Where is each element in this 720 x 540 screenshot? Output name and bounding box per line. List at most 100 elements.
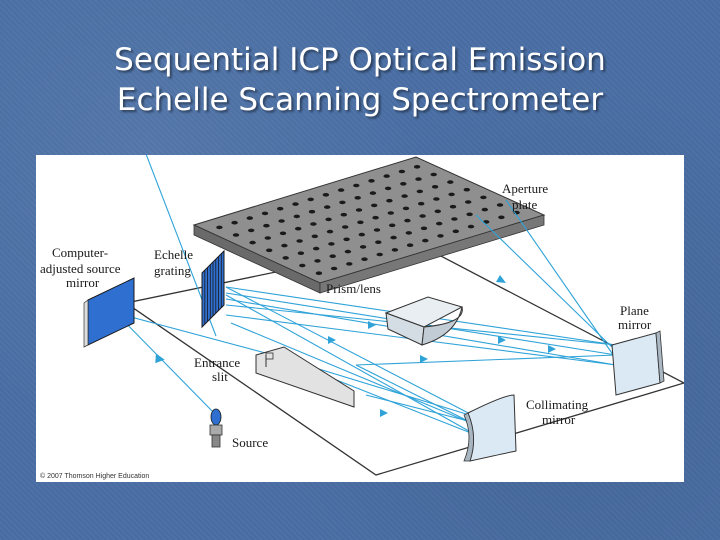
label-computer-2: adjusted source [40,261,121,276]
aperture-hole [498,215,505,220]
aperture-hole [231,220,238,225]
label-computer-3: mirror [66,275,100,290]
aperture-hole [391,248,399,252]
aperture-hole [261,211,269,216]
aperture-hole [344,249,352,254]
aperture-hole [325,217,332,222]
title-line-2: Echelle Scanning Spectrometer [116,82,604,118]
aperture-hole [307,197,314,202]
aperture-hole [355,208,363,212]
collimating-mirror [463,394,517,462]
aperture-hole [467,224,475,229]
plane-mirror [611,330,665,396]
aperture-hole [420,226,428,231]
aperture-hole [419,214,426,218]
aperture-hole [384,186,392,191]
label-entrance-2: slit [212,369,228,384]
aperture-hole [405,231,412,235]
aperture-hole [295,226,302,231]
aperture-hole [452,229,459,234]
aperture-hole [375,240,382,244]
aperture-hole [357,220,364,225]
label-echelle-1: Echelle [154,247,193,262]
aperture-hole [481,207,488,212]
aperture-hole [314,259,321,263]
aperture-hole [311,234,318,239]
aperture-hole [373,228,381,232]
label-collimating-1: Collimating [526,397,589,412]
aperture-hole [416,189,423,194]
aperture-hole [361,257,368,261]
aperture-hole [398,169,406,174]
diagram-svg: Aperture plate Computer- adjusted source… [40,155,684,480]
aperture-hole [263,223,270,228]
aperture-hole [297,251,305,255]
aperture-hole [299,263,306,268]
aperture-hole [232,233,240,237]
label-plane-1: Plane [620,303,649,318]
aperture-hole [354,196,361,200]
aperture-hole [277,206,284,211]
aperture-hole [292,202,299,206]
aperture-hole [400,182,407,186]
aperture-hole [346,262,353,266]
aperture-hole [437,234,444,238]
aperture-hole [386,198,393,203]
aperture-hole [353,183,360,188]
aperture-hole [248,228,255,233]
aperture-hole [279,231,287,236]
aperture-plate [192,156,546,294]
aperture-hole [430,172,437,177]
spectrometer-diagram: Aperture plate Computer- adjusted source… [36,155,684,482]
aperture-hole [418,201,425,206]
label-aperture-1: Aperture [502,181,548,196]
aperture-hole [368,179,375,183]
aperture-hole [383,174,390,178]
source-icon [209,408,223,448]
label-entrance-1: Entrance [194,355,240,370]
aperture-hole [343,237,350,242]
aperture-hole [249,240,256,245]
aperture-hole [465,200,472,204]
label-plane-2: mirror [618,317,652,332]
label-source: Source [232,435,268,450]
aperture-hole [390,235,397,240]
aperture-hole [422,238,429,243]
label-aperture-2: plate [512,197,537,212]
aperture-hole [282,256,289,260]
aperture-hole [329,254,336,258]
aperture-hole [315,271,323,275]
aperture-hole [310,222,317,226]
aperture-hole [434,209,441,214]
aperture-hole [431,185,439,189]
aperture-hole [308,209,316,214]
aperture-hole [406,243,414,247]
aperture-hole [480,195,487,200]
aperture-hole [266,248,273,253]
aperture-hole [278,219,285,223]
aperture-hole [328,242,335,246]
aperture-hole [358,232,365,237]
aperture-hole [447,180,454,184]
aperture-hole [402,206,410,211]
credit-text: © 2007 Thomson Higher Education [40,472,149,480]
label-computer-1: Computer- [52,245,108,260]
aperture-hole [433,197,440,201]
source-mirror [83,277,135,348]
light-beams [113,155,617,436]
aperture-hole [448,192,455,197]
aperture-hole [466,212,473,217]
aperture-hole [342,225,349,229]
aperture-hole [415,177,422,181]
aperture-hole [313,246,320,251]
aperture-hole [401,194,408,198]
aperture-hole [326,229,334,234]
title-line-1: Sequential ICP Optical Emission [114,42,606,78]
aperture-hole [389,223,396,228]
aperture-hole [451,217,458,221]
aperture-hole [293,214,300,219]
aperture-hole [371,203,378,208]
prism-lens [384,296,464,346]
aperture-hole [330,266,338,271]
label-echelle-2: grating [154,263,191,278]
